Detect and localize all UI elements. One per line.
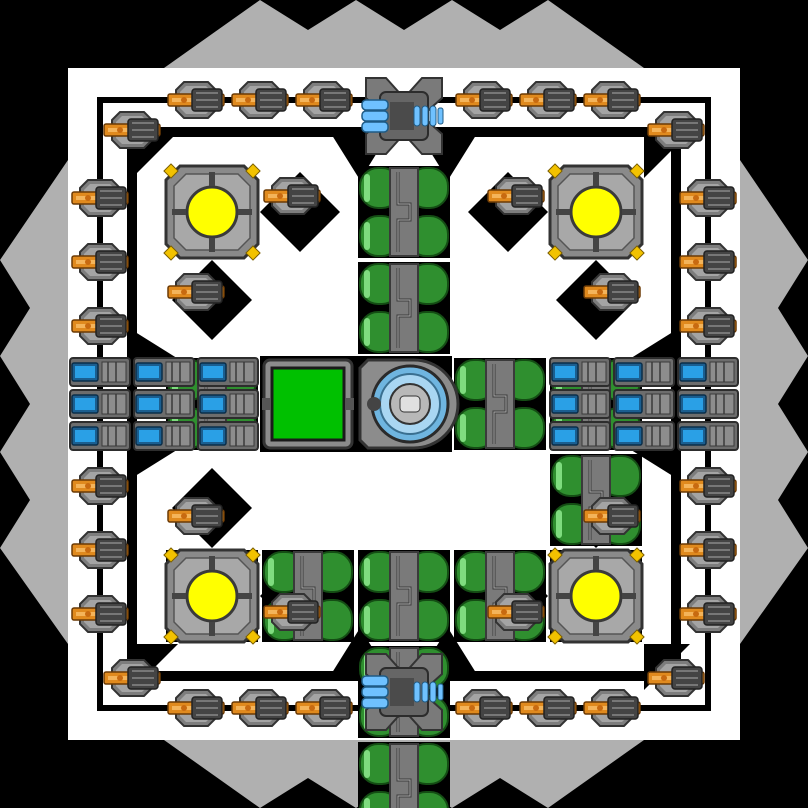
battery-cell-icon[interactable] bbox=[677, 357, 739, 387]
battery-cell-icon[interactable] bbox=[69, 389, 131, 419]
battery-cell-icon[interactable] bbox=[677, 389, 739, 419]
reactor-icon[interactable] bbox=[162, 162, 262, 262]
fuel-tank-icon[interactable] bbox=[356, 740, 452, 808]
fuel-tank-icon[interactable] bbox=[452, 548, 548, 644]
reactor-icon[interactable] bbox=[546, 162, 646, 262]
reactor-icon[interactable] bbox=[162, 546, 262, 646]
battery-cell-icon[interactable] bbox=[613, 389, 675, 419]
battery-cell-icon[interactable] bbox=[549, 421, 611, 451]
battery-cell-icon[interactable] bbox=[549, 357, 611, 387]
fuel-tank-icon[interactable] bbox=[356, 548, 452, 644]
battery-cell-icon[interactable] bbox=[197, 389, 259, 419]
battery-cell-icon[interactable] bbox=[549, 389, 611, 419]
fuel-tank-icon[interactable] bbox=[356, 164, 452, 260]
battery-cell-icon[interactable] bbox=[133, 421, 195, 451]
battery-cell-icon[interactable] bbox=[69, 421, 131, 451]
battery-cell-icon[interactable] bbox=[133, 357, 195, 387]
fuel-tank-icon[interactable] bbox=[452, 356, 548, 452]
battery-cell-icon[interactable] bbox=[677, 421, 739, 451]
reactor-icon[interactable] bbox=[546, 546, 646, 646]
battery-cell-icon[interactable] bbox=[613, 421, 675, 451]
battery-cell-icon[interactable] bbox=[197, 421, 259, 451]
fuel-tank-icon[interactable] bbox=[356, 260, 452, 356]
command-core-icon[interactable] bbox=[260, 356, 356, 452]
battery-cell-icon[interactable] bbox=[613, 357, 675, 387]
battery-cell-icon[interactable] bbox=[133, 389, 195, 419]
fuel-tank-icon[interactable] bbox=[260, 548, 356, 644]
battery-cell-icon[interactable] bbox=[197, 357, 259, 387]
battery-cell-icon[interactable] bbox=[69, 357, 131, 387]
fuel-tank-icon[interactable] bbox=[548, 452, 644, 548]
cockpit-icon[interactable] bbox=[356, 356, 460, 452]
